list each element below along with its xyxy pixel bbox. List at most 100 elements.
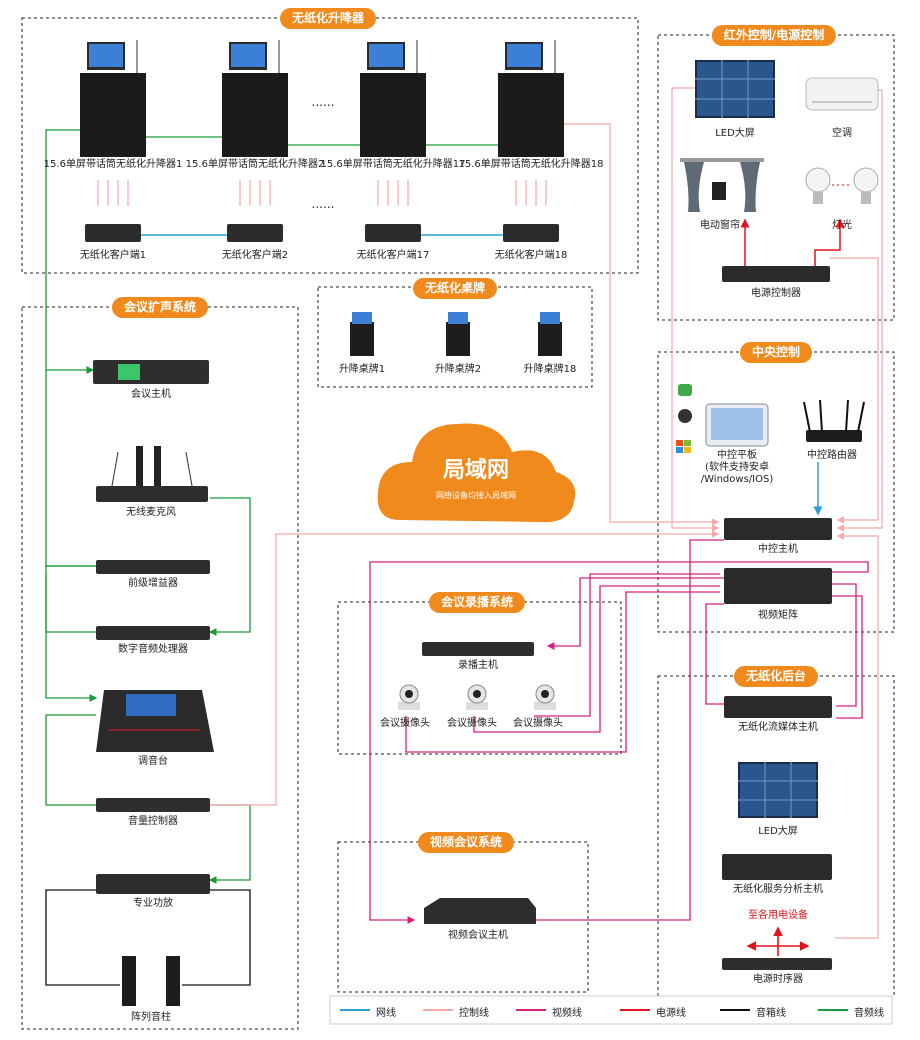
video-conf-host-device	[424, 898, 536, 924]
tag-lifter: 无纸化升降器	[279, 8, 377, 29]
power-sequencer-device	[722, 958, 832, 970]
client-label-17: 无纸化客户端17	[356, 250, 430, 261]
camera-label-3: 会议摄像头	[513, 718, 563, 729]
cloud-title: 局域网	[442, 458, 510, 483]
client-boxes	[85, 224, 559, 242]
videoconf-section-box	[337, 841, 589, 993]
lifter-client-links	[97, 180, 547, 206]
tag-desk-sign: 无纸化桌牌	[412, 278, 498, 299]
os-icons	[676, 384, 692, 453]
analysis-server-device	[722, 854, 832, 880]
lifter-label-17: 15.6单屏带话筒无纸化升降器17	[320, 159, 466, 170]
ir-light-bulbs	[805, 167, 879, 204]
legend-network: 网线	[376, 1008, 396, 1019]
desk-sign-label-18: 升降桌牌18	[523, 364, 577, 375]
client-ellipsis: ......	[311, 197, 335, 211]
speaker-label: 阵列音柱	[131, 1012, 171, 1023]
speaker-column-right	[166, 956, 180, 1006]
tablet-note-1: (软件支持安卓	[705, 462, 769, 473]
tag-audio: 会议扩声系统	[111, 297, 209, 318]
client-label-1: 无纸化客户端1	[79, 250, 147, 261]
tablet-note-2: /Windows/IOS)	[700, 474, 774, 485]
ir-ac-label: 空调	[832, 128, 852, 139]
lifter-label-18: 15.6单屏带话筒无纸化升降器18	[458, 159, 604, 170]
ir-led-label: LED大屏	[715, 128, 755, 139]
speaker-column-left	[122, 956, 136, 1006]
camera-3	[534, 684, 556, 710]
mixer-device	[96, 690, 214, 752]
tag-ir-power: 红外控制/电源控制	[711, 25, 837, 46]
video-links	[369, 539, 869, 924]
tablet-label: 中控平板	[717, 450, 757, 461]
volume-controller-device	[96, 798, 210, 812]
desk-sign-label-1: 升降桌牌1	[338, 364, 386, 375]
legend-control: 控制线	[459, 1008, 489, 1019]
lifter-2	[222, 40, 288, 157]
backend-led-wall	[738, 762, 818, 818]
power-sequencer-label: 电源时序器	[753, 974, 803, 985]
lifter-label-2: 15.6单屏带话筒无纸化升降器2	[185, 159, 325, 170]
desk-sign-label-2: 升降桌牌2	[434, 364, 482, 375]
wireless-mic-label: 无线麦克风	[126, 507, 176, 518]
camera-1	[398, 684, 420, 710]
amplifier-label: 专业功放	[133, 898, 173, 909]
router-label: 中控路由器	[807, 450, 857, 461]
legend-video: 视频线	[552, 1008, 582, 1019]
ir-air-conditioner	[805, 77, 879, 111]
dsp-device	[96, 626, 210, 640]
recording-host-device	[422, 642, 534, 656]
ir-curtain	[680, 158, 764, 212]
lifter-17	[360, 40, 426, 157]
preamp-device	[96, 560, 210, 574]
tag-backend: 无纸化后台	[733, 666, 819, 687]
amplifier-device	[96, 874, 210, 894]
video-matrix-device	[724, 568, 832, 604]
lifter-1	[80, 40, 146, 157]
analysis-server-label: 无纸化服务分析主机	[733, 884, 823, 895]
tablet-device	[705, 403, 769, 447]
mixer-label: 调音台	[138, 756, 168, 767]
dsp-label: 数字音频处理器	[118, 644, 188, 655]
legend-speaker: 音箱线	[756, 1008, 786, 1019]
camera-label-2: 会议摄像头	[447, 718, 497, 729]
wireless-mic-device	[96, 446, 208, 502]
legend-audio: 音频线	[854, 1008, 884, 1019]
desk-sign-devices	[350, 312, 562, 356]
recording-host-label: 录播主机	[458, 660, 498, 671]
legend-power: 电源线	[656, 1008, 686, 1019]
volume-controller-label: 音量控制器	[128, 816, 178, 827]
tag-recording: 会议录播系统	[428, 592, 526, 613]
conference-host-device	[93, 360, 209, 384]
sequencer-power-links	[746, 926, 810, 956]
ir-led-wall	[695, 60, 775, 118]
speaker-links	[45, 889, 251, 986]
ir-curtain-label: 电动窗帘	[700, 220, 740, 231]
video-matrix-label: 视频矩阵	[758, 610, 798, 621]
ir-power-links	[740, 218, 845, 266]
ir-light-label: 灯光	[832, 220, 852, 231]
ir-section-box	[657, 34, 895, 321]
tag-central: 中央控制	[739, 342, 813, 363]
central-host-label: 中控主机	[758, 544, 798, 555]
backend-led-label: LED大屏	[758, 826, 798, 837]
video-conf-host-label: 视频会议主机	[448, 930, 508, 941]
to-power-devices-label: 至各用电设备	[748, 910, 808, 921]
power-controller-box	[722, 266, 830, 282]
conference-host-label: 会议主机	[131, 389, 171, 400]
tag-video-conf: 视频会议系统	[417, 832, 515, 853]
client-label-18: 无纸化客户端18	[494, 250, 568, 261]
lan-cloud	[377, 423, 576, 523]
lifter-ellipsis: ......	[311, 95, 335, 109]
power-controller-label: 电源控制器	[751, 288, 801, 299]
recording-section-box	[337, 601, 622, 755]
central-host-device	[724, 518, 832, 540]
preamp-label: 前级增益器	[128, 578, 178, 589]
camera-2	[466, 684, 488, 710]
cloud-subtitle: 网络设备均接入局域网	[436, 491, 516, 500]
client-label-2: 无纸化客户端2	[221, 250, 289, 261]
stream-host-label: 无纸化流媒体主机	[738, 722, 818, 733]
desksign-section-box	[317, 286, 593, 388]
camera-label-1: 会议摄像头	[380, 718, 430, 729]
router-device	[803, 399, 865, 442]
